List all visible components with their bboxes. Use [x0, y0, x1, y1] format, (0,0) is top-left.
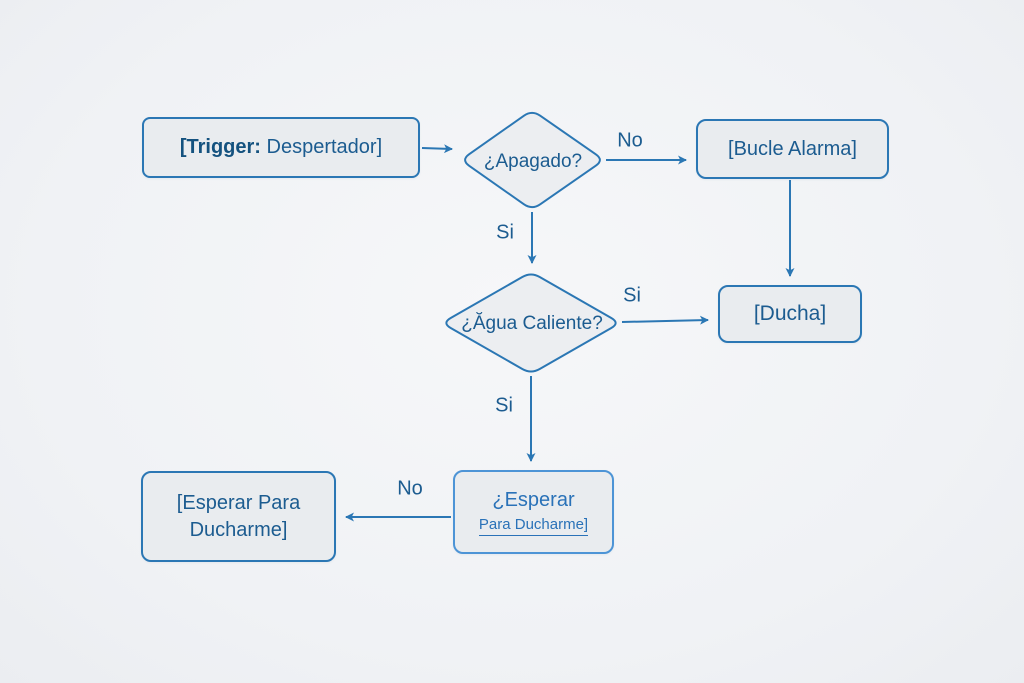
edge-label-no-esperar: No [397, 477, 423, 500]
node-trigger-label: [Trigger: Despertador] [179, 136, 383, 158]
node-ducha: [Ducha] [718, 285, 862, 343]
node-bucle-label: [Bucle Alarma] [728, 137, 857, 160]
edge-label-si-esperar: Si [495, 394, 513, 417]
decision-agua-label: ¿Ăgua Caliente? [461, 313, 603, 334]
edge-trigger-to-apagado [421, 144, 453, 154]
node-esperar-decision: ¿Esperar Para Ducharme] [453, 470, 614, 554]
node-esperar-decision-line2: Para Ducharme] [478, 516, 589, 537]
node-esperar-action-line1: [Esperar Para [176, 491, 301, 514]
edge-label-no-apagado: No [617, 129, 643, 152]
edge-agua-to-ducha [621, 315, 709, 325]
node-esperar-decision-line1: ¿Esperar [492, 488, 575, 511]
decision-apagado-label: ¿Apagado? [483, 151, 583, 172]
node-esperar-action: [Esperar Para Ducharme] [141, 471, 336, 562]
decision-agua-shape [445, 273, 617, 373]
edge-label-si-apagado: Si [496, 221, 514, 244]
node-trigger-despertador: [Trigger: Despertador] [142, 117, 420, 178]
edge-label-si-agua: Si [623, 284, 641, 307]
node-bucle-alarma: [Bucle Alarma] [696, 119, 889, 179]
node-esperar-action-line2: Ducharme] [189, 518, 288, 541]
node-ducha-label: [Ducha] [753, 301, 827, 325]
decision-apagado-shape [464, 111, 601, 209]
